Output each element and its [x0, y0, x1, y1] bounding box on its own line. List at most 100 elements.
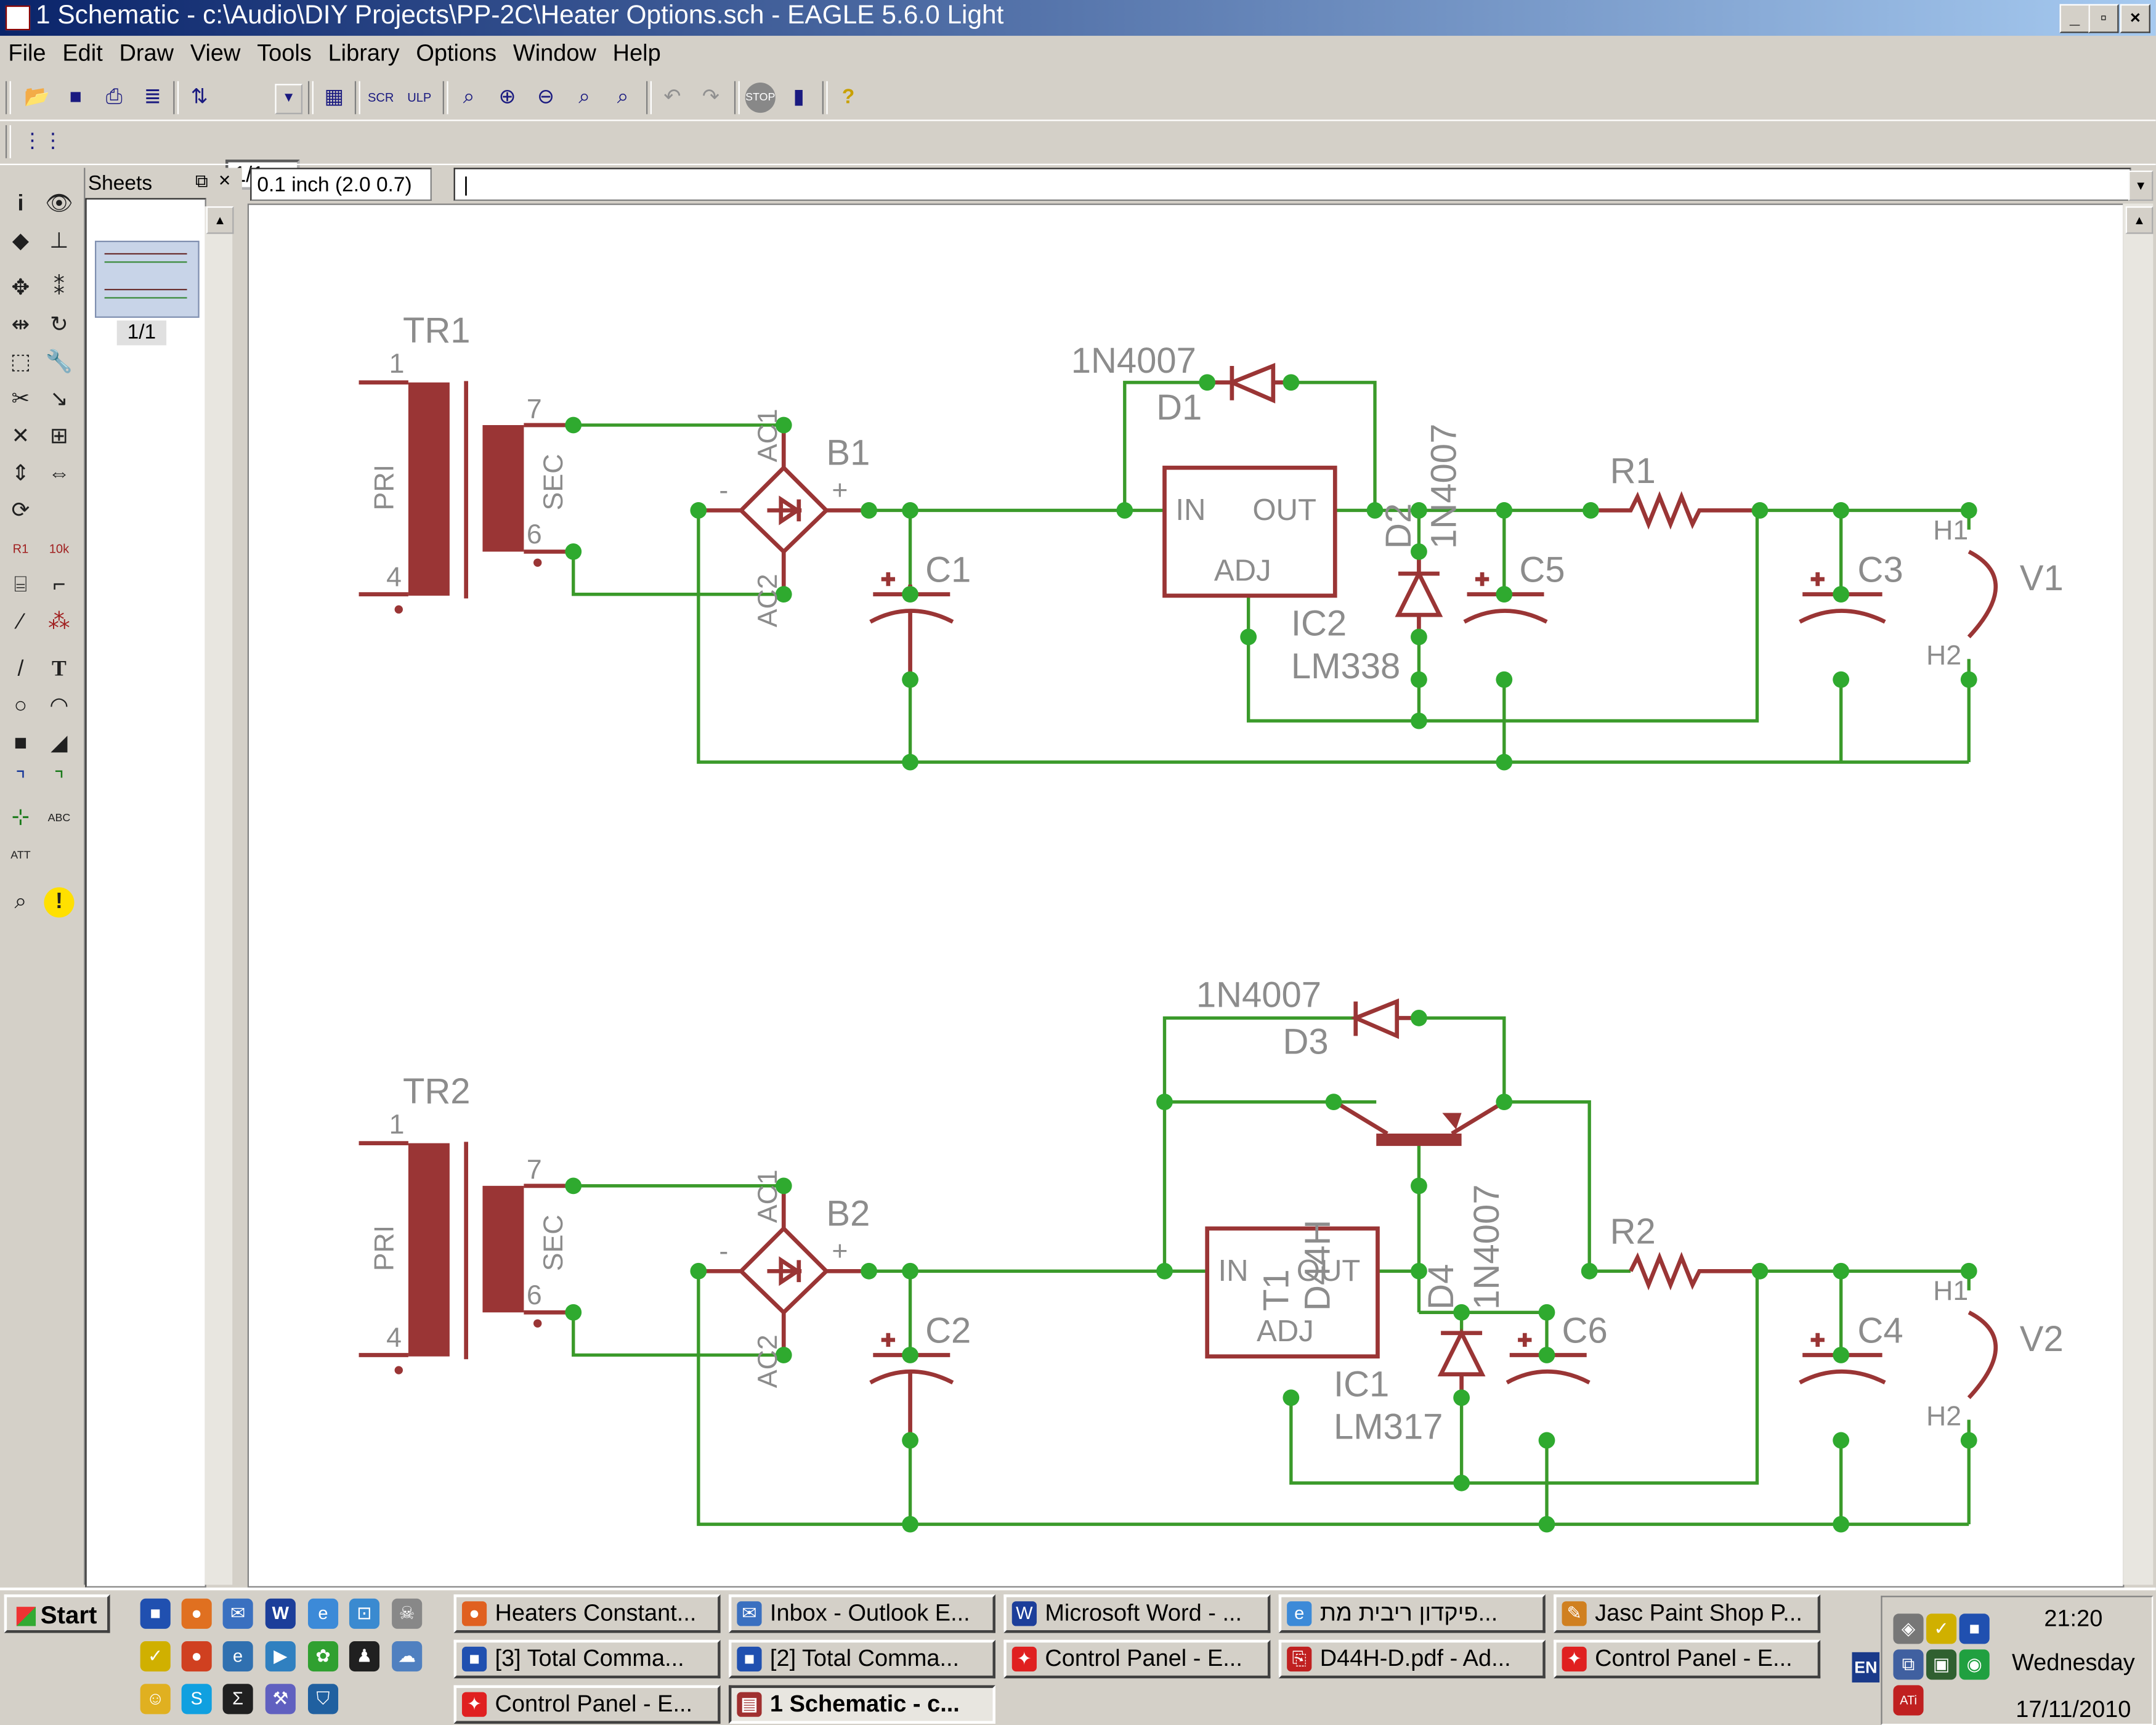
- task-schematic[interactable]: ▤1 Schematic - c...: [728, 1685, 995, 1724]
- player-icon[interactable]: ▶: [265, 1641, 296, 1672]
- undo-icon[interactable]: ↶: [663, 85, 681, 109]
- ulp-icon[interactable]: ULP: [407, 91, 432, 105]
- zoom-redraw-icon[interactable]: ⌕: [578, 85, 590, 109]
- menu-options[interactable]: Options: [416, 39, 497, 67]
- task-paint-shop[interactable]: ✎Jasc Paint Shop P...: [1554, 1594, 1821, 1633]
- library-icon[interactable]: ▦: [324, 85, 344, 109]
- print-icon[interactable]: ⎙: [105, 85, 123, 109]
- paste-icon[interactable]: ✂: [11, 388, 30, 412]
- command-input[interactable]: |: [453, 168, 2131, 201]
- tray-norton-icon[interactable]: ✓: [1926, 1613, 1957, 1644]
- task-eagle-control-panel-1[interactable]: ✦Control Panel - E...: [1003, 1639, 1271, 1679]
- clock-date[interactable]: 17/11/2010: [2016, 1696, 2131, 1723]
- firefox-icon[interactable]: ●: [181, 1598, 212, 1629]
- split-icon[interactable]: ⁄: [18, 611, 23, 635]
- label-icon[interactable]: ABC: [47, 811, 71, 824]
- restore-button[interactable]: ▫: [2088, 4, 2119, 33]
- cloud-icon[interactable]: ☁: [392, 1641, 423, 1672]
- junction-icon[interactable]: ⊹: [11, 806, 30, 830]
- zoom-select-icon[interactable]: ⌕: [617, 85, 629, 109]
- mirror-icon[interactable]: ⇹: [11, 314, 30, 338]
- task-heaters-word[interactable]: ●Heaters Constant...: [453, 1594, 721, 1633]
- smash-icon[interactable]: ⌸: [14, 574, 28, 598]
- attribute-icon[interactable]: ATT: [10, 848, 31, 861]
- tray-save-icon[interactable]: ■: [1959, 1613, 1990, 1644]
- scroll-up-icon[interactable]: ▲: [206, 206, 234, 234]
- arc-icon[interactable]: ◠: [49, 694, 69, 718]
- polygon-icon[interactable]: ◢: [51, 731, 68, 755]
- close-button[interactable]: ×: [2120, 4, 2150, 33]
- smiley-icon[interactable]: ☺: [140, 1684, 171, 1715]
- outlook-icon[interactable]: ✉: [222, 1598, 253, 1629]
- gateswap-icon[interactable]: ⇔: [48, 462, 70, 486]
- eagle-app-icon[interactable]: [5, 5, 31, 31]
- chevron-down-icon[interactable]: ▼: [275, 84, 303, 115]
- menu-window[interactable]: Window: [513, 39, 596, 67]
- word-icon[interactable]: W: [265, 1598, 296, 1629]
- show-icon[interactable]: 👁: [45, 192, 73, 216]
- task-eagle-control-panel-3[interactable]: ✦Control Panel - E...: [453, 1685, 721, 1724]
- save-icon[interactable]: ■: [69, 85, 82, 109]
- rotate-icon[interactable]: ↻: [50, 314, 68, 338]
- sheet-label[interactable]: 1/1: [116, 320, 167, 346]
- sheet-icon[interactable]: ⇅: [190, 85, 208, 109]
- shield-icon[interactable]: ⛉: [307, 1684, 339, 1715]
- group-icon[interactable]: ⬚: [10, 351, 31, 375]
- miter-icon[interactable]: ⌐: [52, 574, 66, 598]
- task-eagle-control-panel-2[interactable]: ✦Control Panel - E...: [1554, 1639, 1821, 1679]
- command-history-chevron-icon[interactable]: ▼: [2128, 170, 2154, 201]
- menu-library[interactable]: Library: [328, 39, 400, 67]
- qq-icon[interactable]: ♟: [349, 1641, 380, 1672]
- pinswap-icon[interactable]: ⇕: [11, 462, 30, 486]
- delete-icon[interactable]: ✕: [11, 424, 30, 448]
- menu-edit[interactable]: Edit: [62, 39, 103, 67]
- grid-icon[interactable]: ⋮⋮: [22, 129, 63, 153]
- change-icon[interactable]: 🔧: [45, 351, 73, 375]
- ie2-icon[interactable]: e: [222, 1641, 253, 1672]
- rect-icon[interactable]: ■: [14, 731, 28, 755]
- total-commander-icon[interactable]: ■: [140, 1598, 171, 1629]
- menu-tools[interactable]: Tools: [257, 39, 312, 67]
- wire-icon[interactable]: /: [17, 657, 24, 681]
- circle-icon[interactable]: ○: [14, 694, 28, 718]
- norton-icon[interactable]: ✓: [140, 1641, 171, 1672]
- media-icon[interactable]: ●: [181, 1641, 212, 1672]
- cam-icon[interactable]: ≣: [144, 85, 161, 109]
- minimize-button[interactable]: _: [2059, 4, 2090, 33]
- skype-icon[interactable]: S: [181, 1684, 212, 1715]
- zoom-in-icon[interactable]: ⊕: [498, 85, 516, 109]
- sheets-scrollbar[interactable]: ▲: [205, 206, 234, 1585]
- menu-help[interactable]: Help: [612, 39, 661, 67]
- net-icon[interactable]: ⌝: [54, 769, 65, 793]
- menu-view[interactable]: View: [190, 39, 241, 67]
- info-icon[interactable]: i: [17, 192, 24, 216]
- zoom-fit-icon[interactable]: ⌕: [463, 85, 475, 109]
- clock-day[interactable]: Wednesday: [2012, 1649, 2135, 1676]
- scroll-up-icon[interactable]: ▲: [2125, 206, 2154, 234]
- close-icon[interactable]: ×: [218, 169, 231, 193]
- tool-icon[interactable]: ⚒: [265, 1684, 296, 1715]
- task-total-commander-3[interactable]: ■[3] Total Comma...: [453, 1639, 721, 1679]
- sheet-thumbnail[interactable]: [95, 240, 200, 318]
- tray-green-icon[interactable]: ◉: [1959, 1649, 1990, 1680]
- network-icon[interactable]: ⊡: [349, 1598, 380, 1629]
- zoom-out-icon[interactable]: ⊖: [537, 85, 555, 109]
- invoke-icon[interactable]: ⁂: [48, 611, 70, 635]
- script-icon[interactable]: SCR: [368, 91, 394, 105]
- ie-icon[interactable]: e: [307, 1598, 339, 1629]
- float-icon[interactable]: ⧉: [195, 170, 208, 192]
- tray-network-icon[interactable]: ⧉: [1893, 1649, 1924, 1680]
- erc-icon[interactable]: ⌕: [14, 890, 27, 914]
- stop-icon[interactable]: STOP: [745, 82, 776, 113]
- display-icon[interactable]: ◆: [12, 229, 30, 253]
- task-outlook[interactable]: ✉Inbox - Outlook E...: [728, 1594, 995, 1633]
- schematic-canvas[interactable]: TR1 1 4 7 6 PRI SEC B1 AC1 AC2 - + C1 1N…: [247, 203, 2125, 1588]
- cut-icon[interactable]: ↘: [50, 388, 68, 412]
- name-icon[interactable]: R1: [12, 542, 29, 556]
- clock-time[interactable]: 21:20: [2044, 1605, 2103, 1632]
- text-icon[interactable]: T: [52, 657, 67, 681]
- value-icon[interactable]: 10k: [49, 542, 70, 556]
- add-icon[interactable]: ⊞: [50, 424, 68, 448]
- go-icon[interactable]: ▮: [793, 85, 804, 109]
- start-button[interactable]: Start: [4, 1594, 110, 1633]
